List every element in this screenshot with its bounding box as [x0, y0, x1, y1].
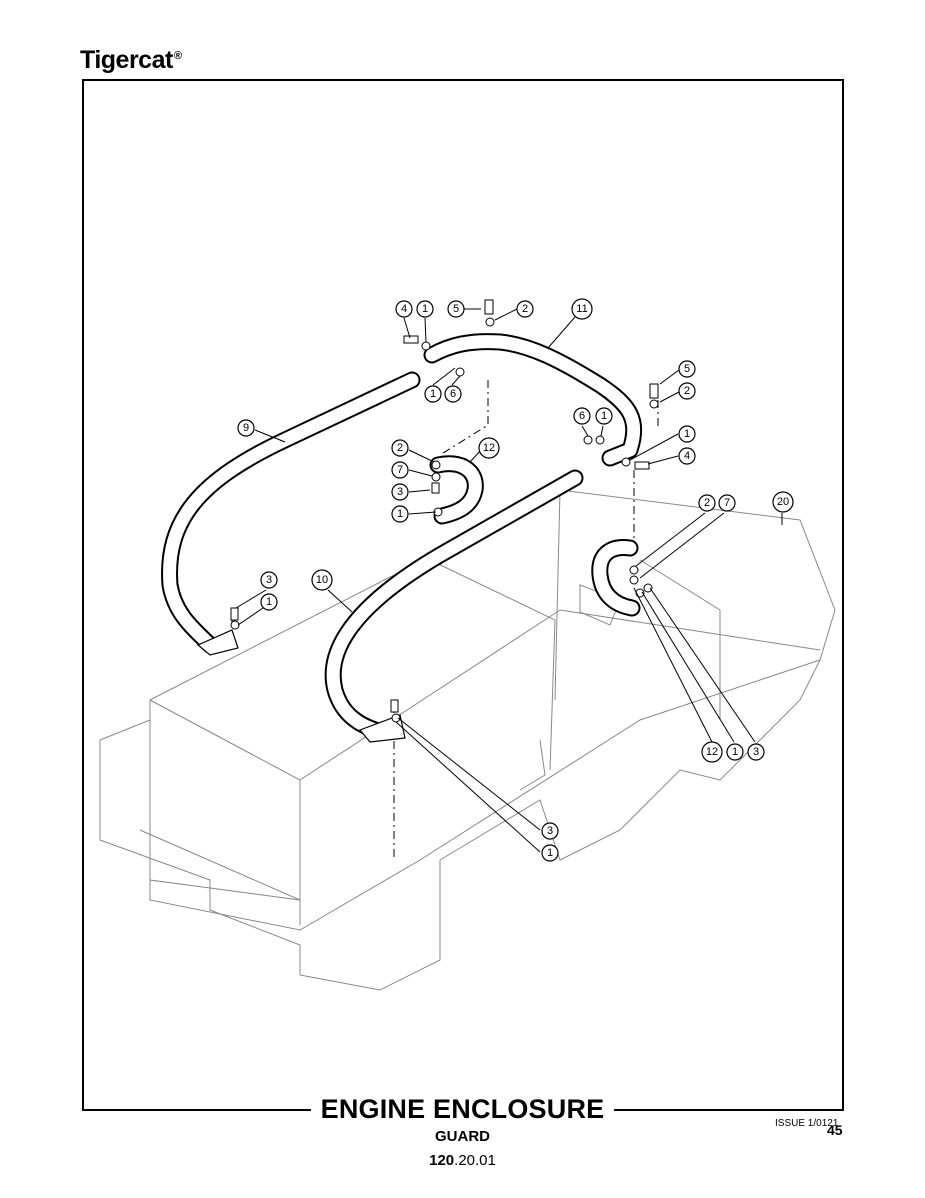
svg-text:1: 1 — [601, 410, 607, 422]
callout-balloon: 20 — [772, 491, 794, 513]
guard-tube-10 — [324, 469, 584, 743]
callout-balloon: 5 — [678, 360, 696, 378]
callout-balloon: 1 — [424, 385, 442, 403]
page-number: 45 — [827, 1122, 843, 1138]
callout-balloon: 10 — [311, 569, 333, 591]
callout-balloon: 2 — [698, 494, 716, 512]
svg-text:7: 7 — [397, 464, 403, 476]
callout-balloon: 3 — [260, 571, 278, 589]
callout-balloon: 1 — [726, 743, 744, 761]
callout-balloon: 12 — [701, 741, 723, 763]
engine-enclosure-outline — [99, 489, 836, 991]
callout-balloon: 6 — [444, 385, 462, 403]
brand-name: Tigercat — [80, 46, 173, 74]
svg-text:1: 1 — [397, 508, 403, 520]
svg-text:5: 5 — [453, 303, 459, 315]
svg-text:5: 5 — [684, 363, 690, 375]
callouts: 4 1 5 2 11 1 6 5 2 9 6 1 1 4 2 12 7 3 1 … — [237, 298, 794, 862]
callout-balloon: 3 — [747, 743, 765, 761]
svg-text:1: 1 — [266, 596, 272, 608]
callout-balloon: 2 — [391, 439, 409, 457]
svg-text:6: 6 — [579, 410, 585, 422]
svg-text:1: 1 — [732, 746, 738, 758]
svg-text:3: 3 — [397, 486, 403, 498]
svg-text:3: 3 — [753, 746, 759, 758]
svg-text:4: 4 — [401, 303, 407, 315]
callout-balloon: 3 — [541, 822, 559, 840]
parts-diagram: 4 1 5 2 11 1 6 5 2 9 6 1 1 4 2 12 7 3 1 … — [99, 298, 836, 991]
callout-balloon: 5 — [447, 300, 465, 318]
page-title: ENGINE ENCLOSURE — [310, 1094, 615, 1125]
svg-text:1: 1 — [422, 303, 428, 315]
svg-text:11: 11 — [576, 303, 587, 315]
svg-text:2: 2 — [704, 497, 710, 509]
title-wrap: ENGINE ENCLOSURE — [0, 1094, 925, 1125]
svg-text:12: 12 — [483, 442, 495, 454]
guard-tube-11 — [423, 333, 643, 467]
svg-text:20: 20 — [777, 496, 789, 508]
callout-balloon: 2 — [678, 382, 696, 400]
leader-lines — [235, 308, 783, 853]
bracket-12-lower — [591, 539, 641, 617]
svg-text:3: 3 — [266, 574, 272, 586]
svg-text:2: 2 — [522, 303, 528, 315]
svg-text:2: 2 — [397, 442, 403, 454]
issue-date: ISSUE 1/0121 — [775, 1118, 839, 1129]
svg-text:4: 4 — [684, 450, 690, 462]
section-number: 120.20.01 — [0, 1152, 925, 1169]
callout-balloon: 2 — [516, 300, 534, 318]
alignment-lines — [231, 380, 659, 860]
callout-balloon: 1 — [416, 300, 434, 318]
section-number-rest: .20.01 — [454, 1152, 496, 1169]
callout-balloon: 1 — [678, 425, 696, 443]
svg-text:1: 1 — [430, 388, 436, 400]
svg-text:9: 9 — [243, 422, 249, 434]
callout-balloon: 1 — [541, 844, 559, 862]
callout-balloon: 7 — [391, 461, 409, 479]
page-subtitle: GUARD — [435, 1128, 490, 1145]
callout-balloon: 4 — [678, 447, 696, 465]
svg-text:7: 7 — [724, 497, 730, 509]
guard-tube-9 — [161, 371, 421, 656]
svg-text:10: 10 — [316, 574, 328, 586]
callout-balloon: 3 — [391, 483, 409, 501]
section-number-bold: 120 — [429, 1152, 455, 1169]
svg-text:12: 12 — [706, 746, 718, 758]
callout-balloon: 6 — [573, 407, 591, 425]
svg-text:6: 6 — [450, 388, 456, 400]
callout-balloon: 1 — [595, 407, 613, 425]
svg-text:1: 1 — [547, 847, 553, 859]
bracket-12-upper — [429, 455, 484, 525]
callout-balloon: 12 — [478, 437, 500, 459]
svg-text:2: 2 — [684, 385, 690, 397]
registered-mark: ® — [173, 50, 182, 62]
svg-text:1: 1 — [684, 428, 690, 440]
callout-balloon: 9 — [237, 419, 255, 437]
callout-balloon: 1 — [260, 593, 278, 611]
callout-balloon: 7 — [718, 494, 736, 512]
callout-balloon: 1 — [391, 505, 409, 523]
callout-balloon: 11 — [571, 298, 593, 320]
svg-text:3: 3 — [547, 825, 553, 837]
callout-balloon: 4 — [395, 300, 413, 318]
brand-logo: Tigercat® — [80, 46, 182, 75]
